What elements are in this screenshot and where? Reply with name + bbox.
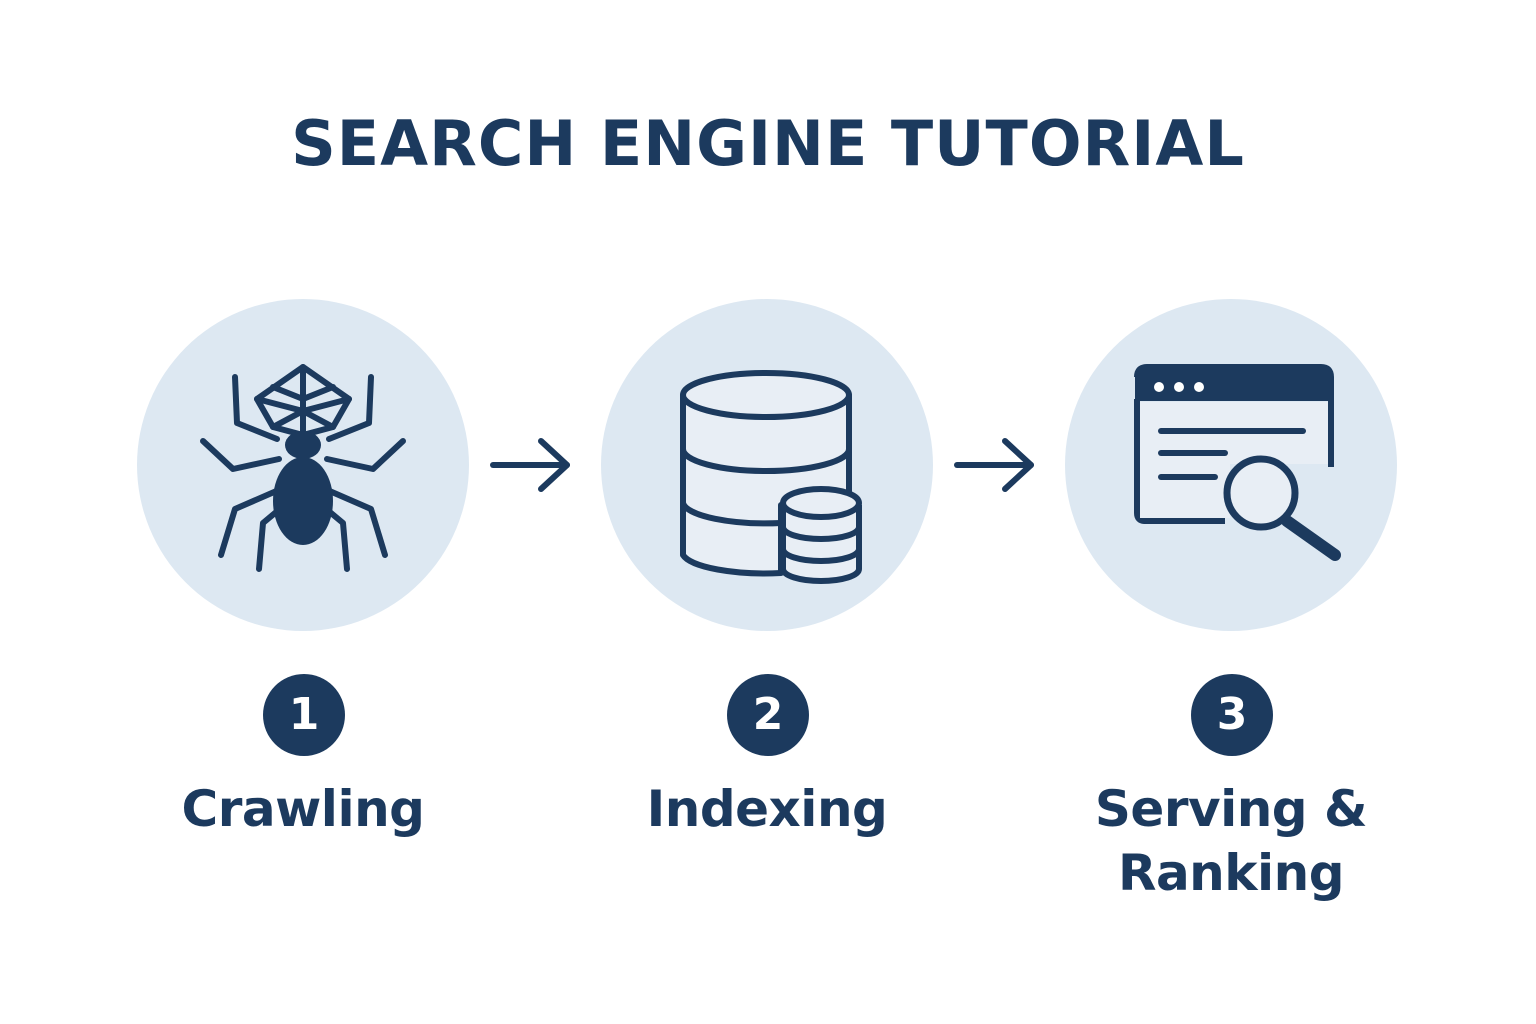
step-number-badge: 3 (1191, 674, 1273, 756)
step-label-line: Ranking (1117, 844, 1345, 902)
step-2-circle (601, 299, 933, 631)
step-number-badge: 1 (263, 674, 345, 756)
diagram-title: SEARCH ENGINE TUTORIAL (291, 107, 1245, 180)
step-number-badge: 2 (727, 674, 809, 756)
browser-search-icon (1134, 364, 1341, 561)
step-label-crawling: Crawling (181, 780, 425, 838)
step-label-indexing: Indexing (646, 780, 888, 838)
arrow-right-icon (953, 435, 1039, 495)
step-1-circle (137, 299, 469, 631)
step-label-serving-ranking: Serving & Ranking (1051, 777, 1411, 905)
database-icon (680, 370, 862, 584)
step-3-circle (1065, 299, 1397, 631)
spider-icon (200, 364, 406, 572)
arrow-right-icon (489, 435, 575, 495)
step-label-line: Serving & (1094, 780, 1368, 838)
